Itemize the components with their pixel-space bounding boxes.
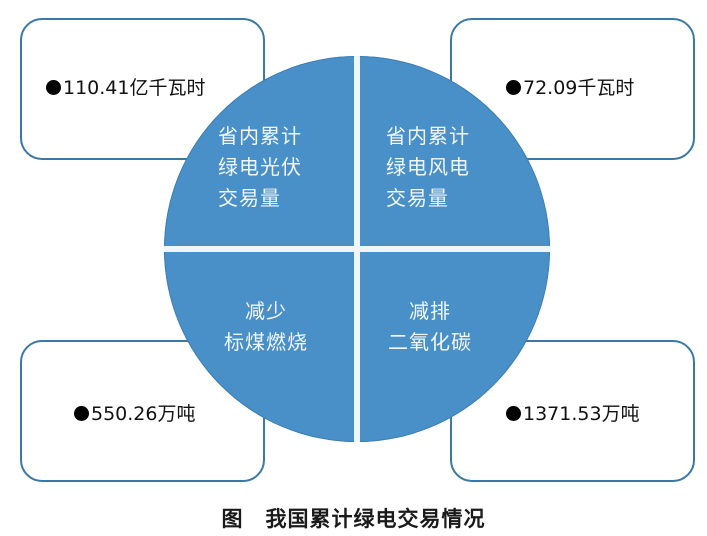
label-line: 减排 xyxy=(409,299,451,323)
quadrant-label-wind-trade: 省内累计 绿电风电 交易量 xyxy=(386,121,470,214)
bullet-dot-icon xyxy=(506,80,521,95)
label-line: 减少 xyxy=(245,299,287,323)
figure-title: 我国累计绿电交易情况 xyxy=(265,507,486,531)
quadrant-label-co2-reduction: 减排 二氧化碳 xyxy=(388,296,472,358)
horizontal-divider xyxy=(164,246,550,252)
figure-label: 图 xyxy=(221,507,244,531)
label-line: 交易量 xyxy=(386,186,449,210)
value-text: 1371.53万吨 xyxy=(506,399,640,426)
pv-trade-volume-value: 110.41亿千瓦时 xyxy=(63,77,206,99)
label-line: 绿电风电 xyxy=(386,155,470,179)
value-text: 72.09千瓦时 xyxy=(506,73,634,100)
value-text: 110.41亿千瓦时 xyxy=(46,73,205,100)
label-line: 绿电光伏 xyxy=(218,155,302,179)
figure-caption: 图我国累计绿电交易情况 xyxy=(0,503,707,533)
coal-reduction-value: 550.26万吨 xyxy=(91,403,196,425)
label-line: 交易量 xyxy=(218,186,281,210)
value-box-top-left: 110.41亿千瓦时 xyxy=(20,18,265,160)
bullet-dot-icon xyxy=(74,406,89,421)
label-line: 标煤燃烧 xyxy=(224,330,308,354)
label-line: 二氧化碳 xyxy=(388,330,472,354)
quadrant-circle: 省内累计 绿电光伏 交易量 省内累计 绿电风电 交易量 减少 标煤燃烧 减排 二… xyxy=(164,56,550,442)
value-text: 550.26万吨 xyxy=(74,399,195,426)
co2-reduction-value: 1371.53万吨 xyxy=(523,403,640,425)
wind-trade-volume-value: 72.09千瓦时 xyxy=(523,77,635,99)
quadrant-label-coal-reduction: 减少 标煤燃烧 xyxy=(224,296,308,358)
label-line: 省内累计 xyxy=(386,124,470,148)
bullet-dot-icon xyxy=(46,80,61,95)
bullet-dot-icon xyxy=(506,406,521,421)
label-line: 省内累计 xyxy=(218,124,302,148)
quadrant-label-pv-trade: 省内累计 绿电光伏 交易量 xyxy=(218,121,302,214)
